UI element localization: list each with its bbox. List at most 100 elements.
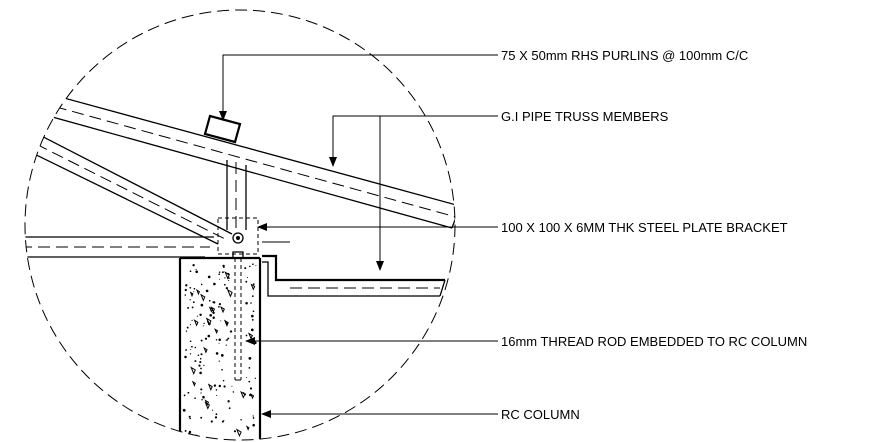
concrete-speck bbox=[184, 429, 187, 432]
concrete-speck bbox=[249, 387, 253, 390]
concrete-aggregate bbox=[204, 399, 210, 407]
concrete-aggregate bbox=[226, 288, 233, 298]
concrete-speck bbox=[193, 291, 195, 293]
concrete-speck bbox=[210, 420, 213, 423]
concrete-speck bbox=[250, 302, 252, 304]
concrete-speck bbox=[218, 338, 221, 342]
concrete-speck bbox=[189, 299, 191, 301]
concrete-aggregate bbox=[193, 319, 199, 327]
concrete-speck bbox=[244, 267, 247, 270]
concrete-speck bbox=[218, 278, 220, 280]
concrete-speck bbox=[185, 349, 188, 351]
concrete-speck bbox=[215, 352, 219, 355]
concrete-speck bbox=[194, 397, 196, 400]
concrete-speck bbox=[191, 345, 193, 348]
concrete-speck bbox=[229, 330, 233, 333]
concrete-speck bbox=[201, 398, 203, 401]
concrete-speck bbox=[221, 271, 224, 274]
concrete-speck bbox=[189, 340, 192, 343]
concrete-speck bbox=[188, 415, 191, 418]
concrete-speck bbox=[195, 268, 197, 271]
concrete-speck bbox=[189, 286, 192, 289]
concrete-speck bbox=[187, 391, 190, 394]
concrete-aggregate bbox=[240, 390, 246, 399]
label-thread-rod: 16mm THREAD ROD EMBEDDED TO RC COLUMN bbox=[501, 334, 807, 349]
concrete-aggregate bbox=[224, 271, 230, 280]
concrete-speck bbox=[195, 270, 199, 274]
concrete-speck bbox=[231, 385, 233, 387]
concrete-speck bbox=[215, 413, 218, 416]
concrete-aggregate bbox=[249, 393, 255, 400]
label-plate-bracket: 100 X 100 X 6MM THK STEEL PLATE BRACKET bbox=[501, 220, 788, 235]
concrete-speck bbox=[218, 306, 220, 308]
concrete-speck bbox=[227, 337, 230, 340]
concrete-speck bbox=[223, 419, 225, 422]
concrete-speck bbox=[202, 395, 205, 399]
concrete-speck bbox=[212, 311, 215, 314]
leader-truss-members bbox=[329, 115, 498, 271]
concrete-speck bbox=[207, 334, 211, 338]
concrete-speck bbox=[228, 407, 231, 410]
steel-plate-bracket bbox=[217, 217, 259, 255]
concrete-speck bbox=[196, 315, 198, 317]
concrete-speck bbox=[185, 330, 188, 332]
concrete-speck bbox=[200, 388, 203, 391]
concrete-speck bbox=[252, 283, 255, 285]
concrete-speck bbox=[251, 319, 254, 321]
concrete-speck bbox=[225, 344, 227, 346]
concrete-speck bbox=[223, 385, 226, 388]
concrete-speck bbox=[198, 364, 201, 367]
concrete-speck bbox=[254, 341, 257, 345]
concrete-aggregate bbox=[223, 319, 229, 327]
concrete-speck bbox=[184, 355, 187, 359]
concrete-speck bbox=[197, 354, 200, 357]
concrete-speck bbox=[255, 264, 257, 267]
concrete-speck bbox=[199, 371, 202, 375]
concrete-aggregate bbox=[235, 428, 242, 438]
concrete-speck bbox=[200, 353, 203, 356]
concrete-speck bbox=[248, 380, 251, 383]
concrete-speck bbox=[214, 416, 218, 419]
concrete-speck bbox=[186, 326, 189, 329]
concrete-speck bbox=[222, 379, 225, 382]
concrete-speck bbox=[254, 377, 256, 379]
concrete-speck bbox=[200, 339, 203, 342]
concrete-speck bbox=[191, 319, 193, 321]
concrete-speck bbox=[188, 430, 192, 434]
concrete-speck bbox=[251, 314, 254, 318]
concrete-speck bbox=[200, 283, 203, 286]
concrete-speck bbox=[252, 263, 254, 266]
concrete-speck bbox=[212, 316, 215, 319]
concrete-speck bbox=[199, 313, 202, 317]
top-rafter-pipe bbox=[25, 85, 455, 229]
concrete-speck bbox=[252, 423, 255, 427]
concrete-speck bbox=[249, 265, 251, 268]
concrete-speck bbox=[221, 420, 224, 423]
concrete-speck bbox=[183, 433, 186, 436]
concrete-speck bbox=[209, 313, 213, 317]
concrete-speck bbox=[218, 342, 220, 344]
concrete-speck bbox=[227, 400, 230, 403]
concrete-speck bbox=[232, 391, 235, 393]
concrete-speck bbox=[218, 273, 221, 276]
concrete-speck bbox=[183, 394, 186, 397]
eave-fascia-profile bbox=[262, 254, 446, 297]
concrete-speck bbox=[202, 325, 204, 327]
concrete-speck bbox=[221, 368, 223, 371]
concrete-speck bbox=[218, 303, 221, 306]
concrete-speck bbox=[220, 354, 224, 357]
concrete-aggregate bbox=[205, 317, 212, 326]
label-truss-members: G.I PIPE TRUSS MEMBERS bbox=[501, 109, 669, 124]
rc-column bbox=[178, 256, 262, 440]
concrete-speck bbox=[225, 286, 229, 290]
concrete-speck bbox=[200, 392, 202, 394]
concrete-speck bbox=[189, 270, 192, 273]
concrete-speck bbox=[245, 280, 248, 283]
concrete-speck bbox=[224, 277, 226, 279]
concrete-speck bbox=[213, 301, 216, 304]
bottom-chord-pipe bbox=[25, 236, 290, 258]
concrete-speck bbox=[223, 283, 226, 286]
concrete-speck bbox=[189, 353, 192, 355]
concrete-hatch bbox=[182, 263, 257, 438]
